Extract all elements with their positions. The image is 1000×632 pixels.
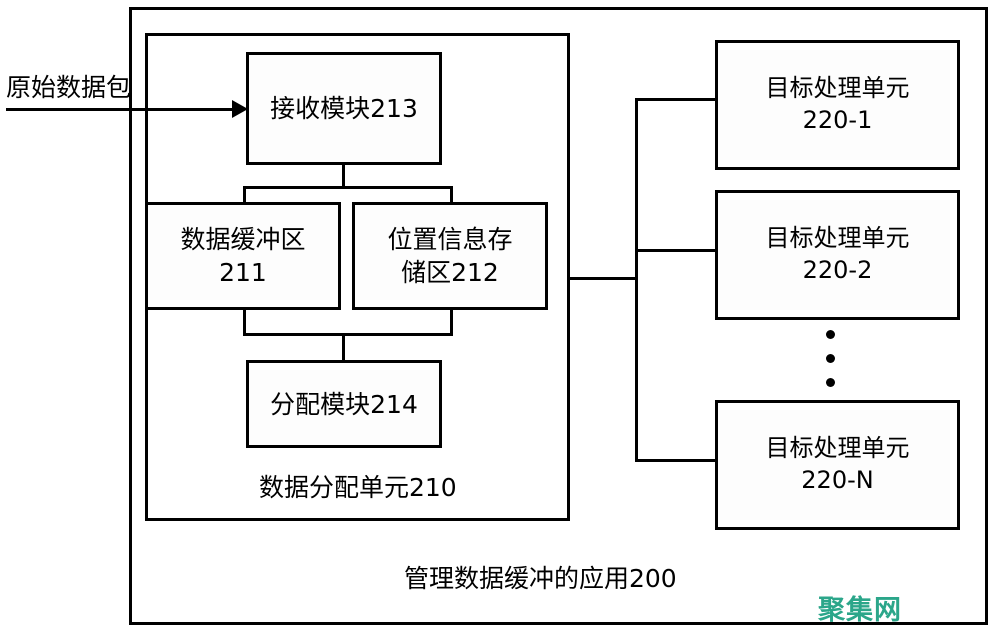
- box-target-unit-1-label-line1: 目标处理单元: [765, 74, 910, 103]
- inner-unit-caption: 数据分配单元210: [259, 473, 457, 502]
- connector-data-buffer-to-bar: [243, 308, 246, 336]
- ellipsis-dot-1: [826, 330, 835, 339]
- box-allocate-module: 分配模块214: [246, 360, 442, 448]
- ellipsis-dot-3: [826, 378, 835, 387]
- connector-bar-to-data-buffer: [243, 186, 246, 204]
- connector-bar-to-allocate: [342, 333, 345, 362]
- bus-branch-to-target-1: [635, 98, 717, 101]
- box-receive-module: 接收模块213: [246, 52, 442, 165]
- input-arrow-head-icon: [232, 100, 248, 118]
- connector-merge-bar-bottom: [243, 333, 453, 336]
- box-target-unit-2-label-line2: 220-2: [802, 256, 873, 284]
- bus-vertical-trunk: [635, 98, 638, 462]
- box-position-info-store-label-line1: 位置信息存: [387, 225, 513, 254]
- bus-branch-to-target-n: [635, 459, 717, 462]
- connector-position-store-to-bar: [450, 308, 453, 336]
- connector-split-bar-top: [243, 186, 453, 189]
- outer-frame-application-200: [129, 7, 988, 625]
- input-arrow-line: [6, 108, 242, 111]
- box-target-unit-2-label-line1: 目标处理单元: [765, 224, 910, 253]
- box-target-unit-n-label-line2: 220-N: [801, 466, 874, 494]
- box-receive-module-label: 接收模块213: [270, 94, 418, 123]
- watermark-logo: 聚集网: [818, 595, 902, 626]
- box-allocate-module-label: 分配模块214: [270, 389, 418, 419]
- box-target-unit-n-label-line1: 目标处理单元: [765, 434, 910, 463]
- input-label: 原始数据包: [6, 73, 132, 102]
- bus-stem-horizontal: [570, 277, 638, 280]
- box-data-buffer-label-line1: 数据缓冲区: [180, 225, 306, 254]
- bus-branch-to-target-2: [635, 249, 717, 252]
- box-target-unit-2: 目标处理单元 220-2: [715, 190, 960, 320]
- outer-frame-caption: 管理数据缓冲的应用200: [404, 564, 677, 593]
- box-target-unit-n: 目标处理单元 220-N: [715, 400, 960, 530]
- ellipsis-dot-2: [826, 354, 835, 363]
- box-position-info-store-label-line2: 储区212: [401, 258, 499, 287]
- connector-bar-to-position-store: [450, 186, 453, 204]
- box-data-buffer-label-line2: 211: [219, 258, 267, 287]
- connector-receive-to-bar: [342, 163, 345, 189]
- box-target-unit-1-label-line2: 220-1: [802, 106, 873, 134]
- box-target-unit-1: 目标处理单元 220-1: [715, 40, 960, 170]
- box-data-buffer: 数据缓冲区 211: [145, 202, 341, 310]
- box-position-info-store: 位置信息存 储区212: [352, 202, 548, 310]
